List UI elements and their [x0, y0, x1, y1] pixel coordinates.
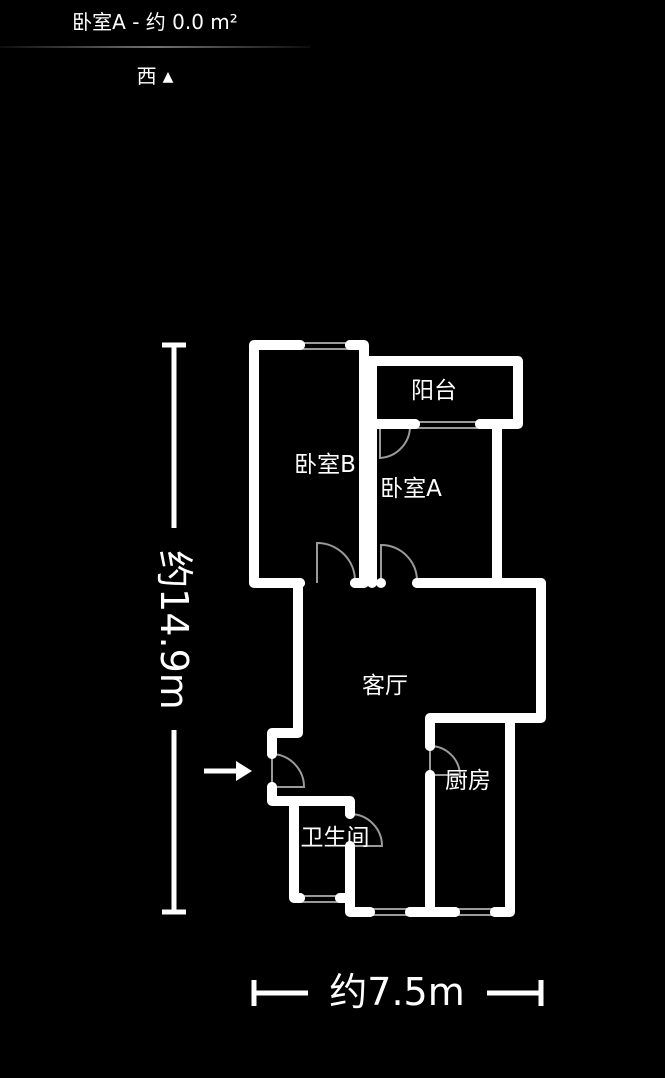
- room-label-balcony: 阳台: [411, 378, 457, 404]
- door-balcony: [379, 425, 412, 460]
- height-dimension-label: 约14.9m: [152, 550, 196, 710]
- windows: [300, 342, 495, 916]
- header-divider: [0, 46, 310, 48]
- width-dimension-label: 约7.5m: [329, 970, 464, 1014]
- doors: [271, 425, 462, 847]
- room-label-kitchen: 厨房: [445, 768, 491, 794]
- wall-joints: [267, 340, 500, 917]
- room-label-living-room: 客厅: [362, 673, 408, 699]
- door-entrance: [271, 753, 306, 788]
- door-bedroom-a: [380, 543, 418, 583]
- room-label-bedroom-a: 卧室A: [380, 476, 442, 502]
- door-bathroom: [349, 813, 384, 847]
- orientation-label: 西: [136, 64, 157, 88]
- page-title: 卧室A - 约 0.0 m²: [72, 10, 238, 34]
- door-kitchen: [429, 745, 462, 776]
- height-dimension-line: [162, 342, 186, 915]
- room-label-bathroom: 卫生间: [301, 825, 370, 851]
- entrance-arrow-icon: [204, 761, 252, 781]
- walls: [249, 340, 546, 917]
- orientation-indicator[interactable]: 西▲: [0, 62, 310, 91]
- door-bedroom-b: [316, 541, 356, 583]
- width-dimension-line: [251, 980, 544, 1006]
- room-label-bedroom-b: 卧室B: [294, 452, 356, 478]
- triangle-up-icon: ▲: [162, 69, 174, 85]
